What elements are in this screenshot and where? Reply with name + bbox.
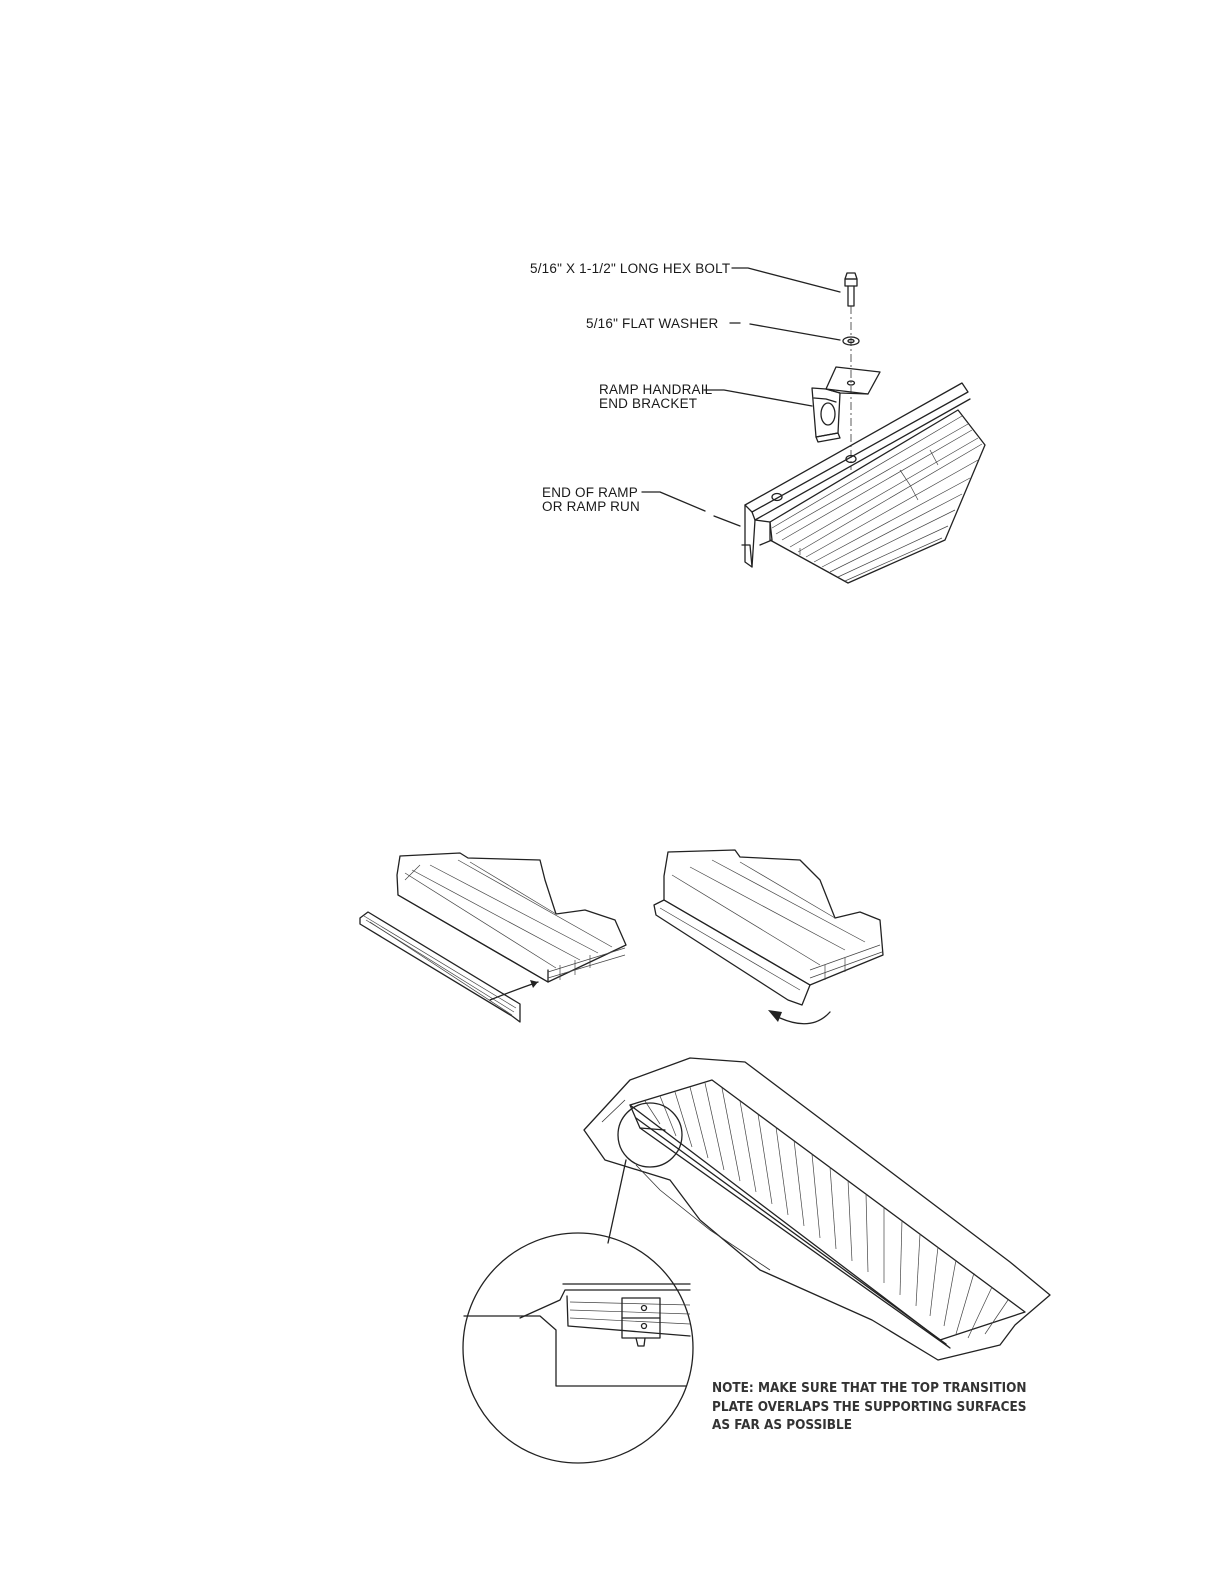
note-line-1: NOTE: MAKE SURE THAT THE TOP TRANSITION	[712, 1380, 1027, 1399]
transition-plate-loose	[360, 912, 520, 1022]
ramp-end-left	[397, 853, 626, 982]
installation-note: NOTE: MAKE SURE THAT THE TOP TRANSITION …	[712, 1380, 1027, 1436]
detail-leader	[608, 1160, 626, 1243]
ramp-installed	[584, 1058, 1050, 1360]
note-line-2: PLATE OVERLAPS THE SUPPORTING SURFACES	[712, 1399, 1027, 1418]
ramp-end-right	[654, 850, 883, 1005]
note-line-3: AS FAR AS POSSIBLE	[712, 1417, 1027, 1436]
detail-view	[463, 1233, 693, 1463]
rotate-arrow	[768, 1010, 830, 1024]
